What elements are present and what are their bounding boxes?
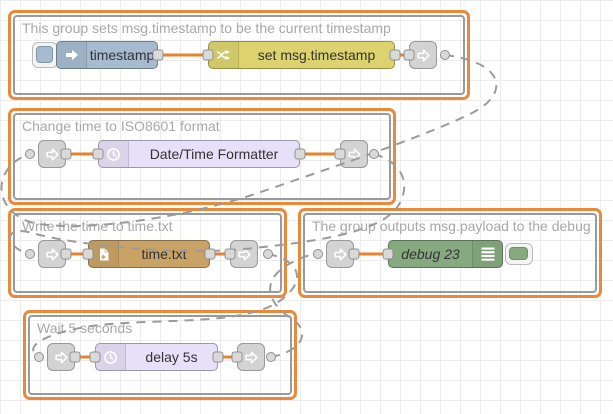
node-datetime-formatter[interactable]: Date/Time Formatter (98, 140, 300, 168)
clock-icon (96, 344, 126, 370)
arrow-right-icon (57, 42, 87, 68)
node-set-msg-timestamp[interactable]: set msg.timestamp (208, 41, 395, 69)
link-arrow-icon (54, 350, 68, 364)
link-arrow-icon (244, 350, 258, 364)
clock-icon (99, 141, 129, 167)
link-in-node[interactable] (38, 140, 66, 168)
debug-toggle-button-face[interactable] (509, 247, 528, 260)
node-label: timestamp (89, 47, 155, 63)
node-label: delay 5s (145, 349, 198, 365)
node-debug-23[interactable]: debug 23 (388, 240, 503, 268)
node-delay-5s[interactable]: delay 5s (95, 343, 218, 371)
link-arrow-icon (237, 247, 251, 261)
link-out-node[interactable] (230, 240, 258, 268)
group-label: The group outputs msg.payload to the deb… (312, 218, 591, 234)
file-page-icon (89, 241, 119, 267)
node-label: Date/Time Formatter (149, 146, 279, 162)
link-out-node[interactable] (409, 41, 437, 69)
group-label: Wait 5 seconds (37, 320, 133, 336)
node-label: debug 23 (401, 246, 460, 262)
link-in-node[interactable] (47, 343, 75, 371)
node-inject-timestamp[interactable]: timestamp (56, 41, 158, 69)
link-arrow-icon (45, 247, 59, 261)
shuffle-icon (209, 42, 239, 68)
group-label: This group sets msg.timestamp to be the … (22, 20, 391, 36)
link-in-node[interactable] (326, 240, 354, 268)
link-arrow-icon (416, 48, 430, 62)
link-arrow-icon (45, 147, 59, 161)
link-out-node[interactable] (340, 140, 368, 168)
node-label: set msg.timestamp (257, 47, 376, 63)
link-arrow-icon (347, 147, 361, 161)
link-arrow-icon (333, 247, 347, 261)
inject-button-face[interactable] (36, 46, 53, 63)
group-label: Write the time to time.txt (22, 218, 173, 234)
list-lines-icon (472, 241, 502, 267)
link-in-node[interactable] (38, 240, 66, 268)
link-out-node[interactable] (237, 343, 265, 371)
group-label: Change time to ISO8601 format (22, 118, 220, 134)
node-file-write[interactable]: time.txt (88, 240, 210, 268)
node-label: time.txt (141, 246, 187, 262)
